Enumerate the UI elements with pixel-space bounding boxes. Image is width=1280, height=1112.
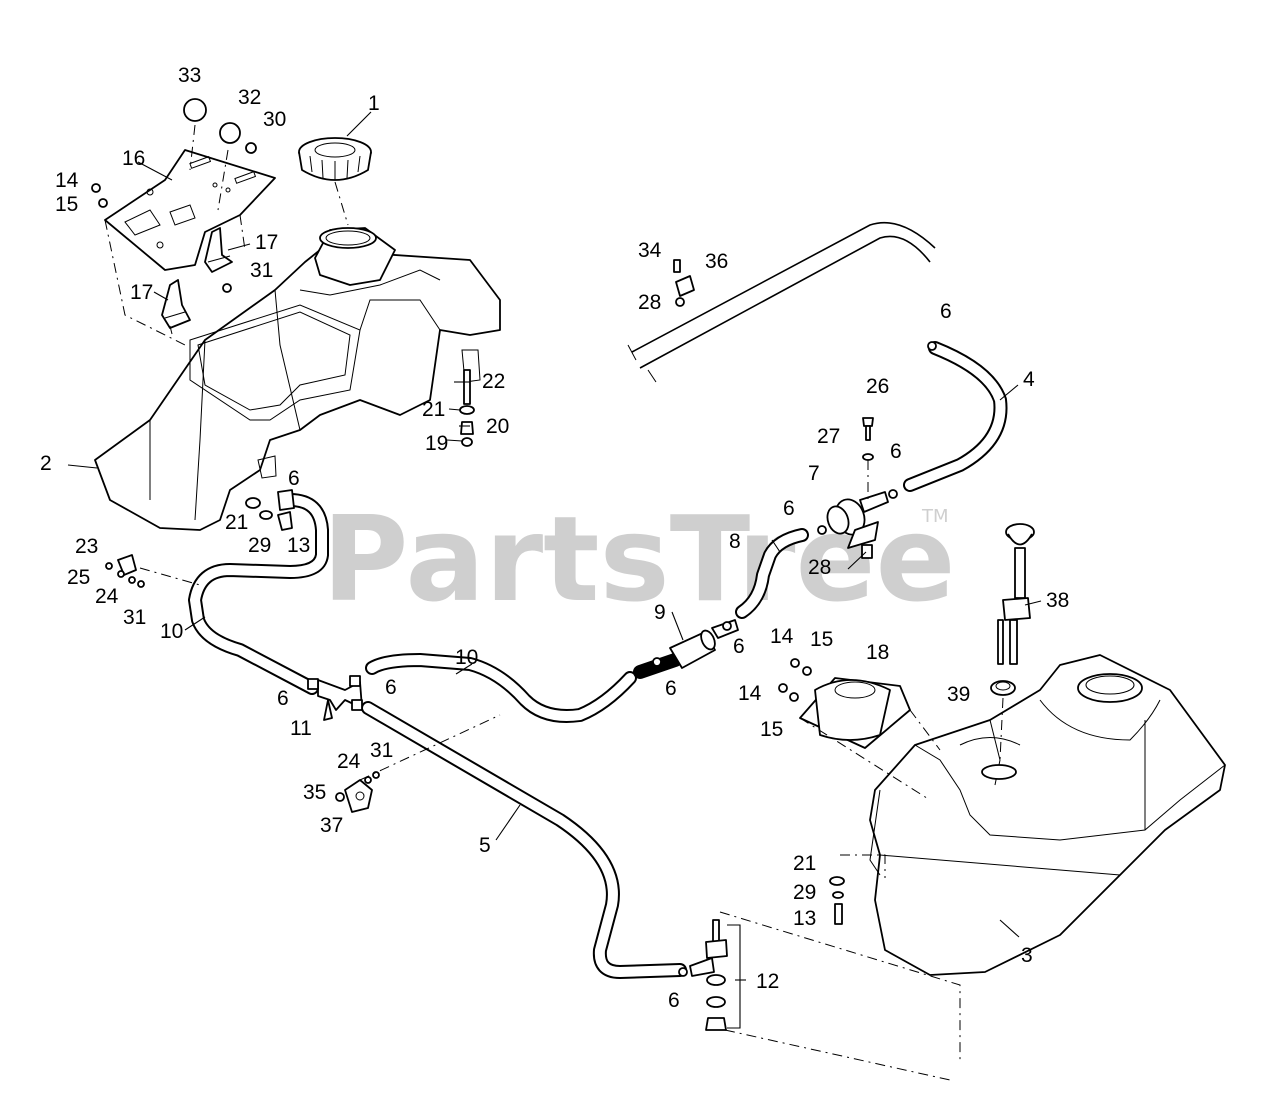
callout-29-right: 29	[793, 881, 816, 904]
fuel-hose-10-right	[365, 653, 637, 723]
callout-34: 34	[638, 239, 662, 262]
callout-16: 16	[122, 147, 145, 170]
stud-22	[459, 369, 475, 447]
callout-5: 5	[479, 834, 491, 857]
knob-32	[219, 122, 241, 144]
callout-11: 11	[290, 717, 312, 740]
callout-17-left-bracket: 17	[130, 281, 153, 304]
callout-15-plate: 15	[55, 193, 78, 216]
callout-9: 9	[654, 601, 666, 624]
callout-31-clamp: 31	[123, 606, 146, 629]
watermark-trademark: TM	[921, 506, 949, 527]
callout-31-plate: 31	[250, 259, 273, 282]
callout-24-clamp: 24	[95, 585, 119, 608]
callout-25: 25	[67, 566, 90, 589]
hardware-21-29-13-right	[829, 876, 845, 925]
callout-30: 30	[263, 108, 286, 131]
fuel-pump	[817, 489, 898, 559]
callout-3: 3	[1021, 944, 1033, 967]
callout-6-outlet: 6	[668, 989, 680, 1012]
callout-19: 19	[425, 432, 448, 455]
callout-36: 36	[705, 250, 728, 273]
callout-8: 8	[729, 530, 741, 553]
bolt-26	[862, 417, 874, 461]
fuel-hose-8	[735, 528, 809, 619]
clamp-37	[335, 771, 380, 813]
callout-27: 27	[817, 425, 840, 448]
callout-35: 35	[303, 781, 326, 804]
callout-6-pump-inlet: 6	[783, 497, 795, 520]
callout-6-hose-4: 6	[940, 300, 952, 323]
callout-39: 39	[947, 683, 970, 706]
callout-22: 22	[482, 370, 505, 393]
callout-21-left: 21	[225, 511, 248, 534]
callout-33: 33	[178, 64, 201, 87]
callout-18: 18	[866, 641, 889, 664]
clamp-23	[105, 554, 145, 588]
grommet	[990, 680, 1016, 696]
nut-31	[222, 283, 232, 293]
knob-33	[183, 98, 207, 122]
left-fuel-tank	[94, 227, 501, 531]
hardware-21-29-13-left	[245, 497, 293, 531]
callout-14-bracket-bottom: 14	[738, 682, 762, 705]
callout-38: 38	[1046, 589, 1069, 612]
fuel-hose-5	[361, 701, 687, 979]
callout-21-top: 21	[422, 398, 445, 421]
cable-clamp-36	[673, 259, 695, 307]
callout-12: 12	[756, 970, 779, 993]
fuel-gauge	[997, 523, 1035, 665]
callout-28-cable: 28	[638, 291, 661, 314]
callout-6-tee-left: 6	[277, 687, 289, 710]
callout-31-lower: 31	[370, 739, 393, 762]
callout-15-bracket-top: 15	[810, 628, 833, 651]
washer-15	[98, 198, 108, 208]
callout-6-pump-outlet: 6	[890, 440, 902, 463]
bracket-right	[204, 227, 233, 273]
right-fuel-tank	[869, 654, 1226, 976]
callout-23: 23	[75, 535, 98, 558]
screws-14-15	[778, 658, 812, 702]
callout-2: 2	[40, 452, 52, 475]
fuel-hose-4	[903, 341, 1008, 492]
callout-4: 4	[1023, 368, 1035, 391]
fuel-hose-10-left	[188, 489, 329, 695]
callout-20: 20	[486, 415, 509, 438]
tank-bracket	[799, 677, 911, 749]
control-cables	[627, 221, 936, 383]
callout-37: 37	[320, 814, 343, 837]
plug-30	[245, 142, 257, 154]
callout-7: 7	[808, 462, 820, 485]
callout-17-right-bracket: 17	[255, 231, 278, 254]
callout-14-plate: 14	[55, 169, 79, 192]
callout-15-bracket-bottom: 15	[760, 718, 783, 741]
fuel-outlet-fitting	[678, 919, 728, 1031]
callout-6-filter-inlet: 6	[665, 677, 677, 700]
callout-6-tee-right: 6	[385, 676, 397, 699]
callout-21-right: 21	[793, 852, 816, 875]
callout-6-tank-outlet: 6	[288, 467, 300, 490]
callout-6-filter-outlet: 6	[733, 635, 745, 658]
callout-10-left: 10	[160, 620, 183, 643]
callout-32: 32	[238, 86, 261, 109]
callout-10-right: 10	[455, 646, 478, 669]
callout-1: 1	[368, 92, 380, 115]
bracket-left	[161, 279, 191, 335]
callout-labels: 33 32 30 1 16 14 15 17 31 17 22 21 20 19…	[40, 64, 1069, 1012]
tee-fitting	[307, 675, 363, 721]
callout-24-lower: 24	[337, 750, 361, 773]
callout-28-pump: 28	[808, 556, 831, 579]
fuel-cap	[298, 137, 372, 226]
leader-lines	[67, 111, 1042, 1029]
callout-13-left: 13	[287, 534, 310, 557]
callout-13-right: 13	[793, 907, 816, 930]
callout-29-left: 29	[248, 534, 271, 557]
callout-26: 26	[866, 375, 889, 398]
fuel-filter	[633, 619, 739, 679]
callout-14-bracket-top: 14	[770, 625, 794, 648]
screw-14	[91, 183, 101, 193]
